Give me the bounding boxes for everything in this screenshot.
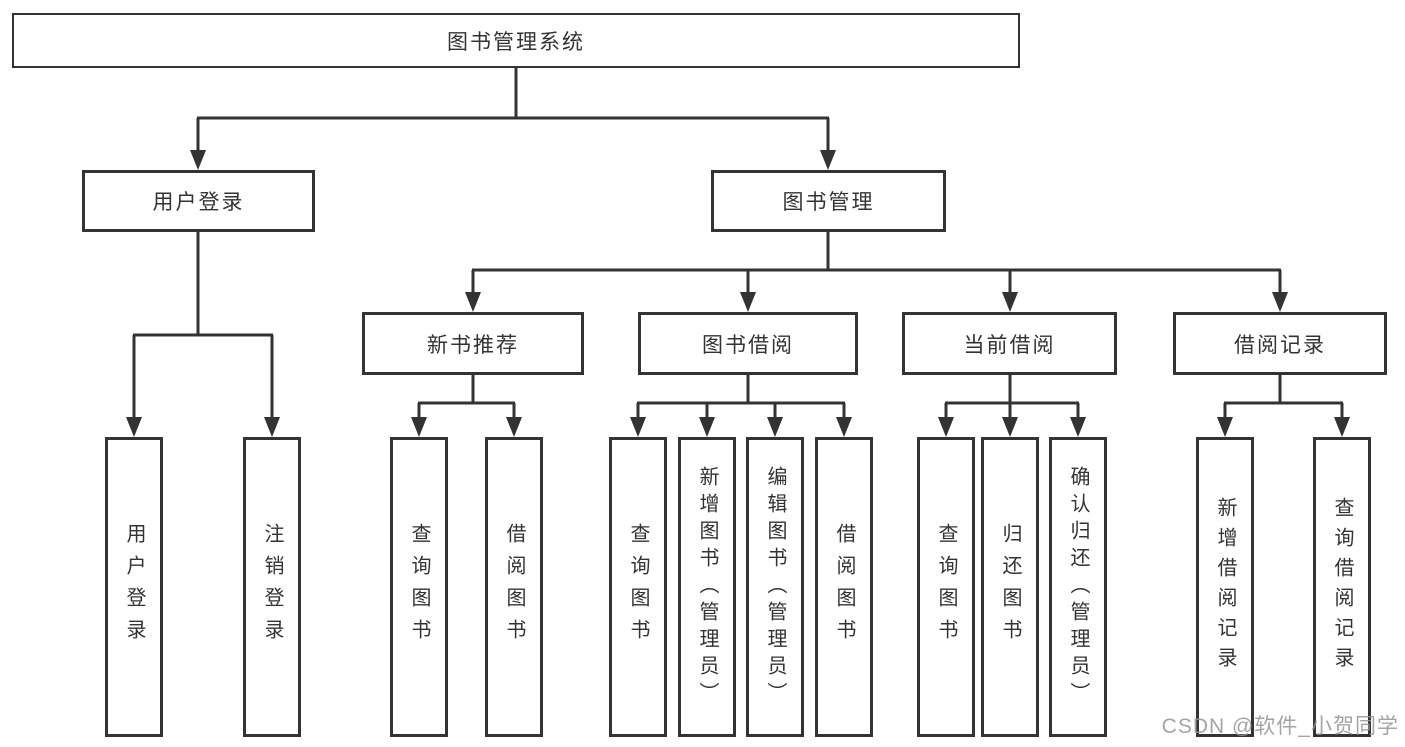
leaf-label: 用户登录 — [123, 523, 145, 651]
leaf-confirm-return-admin: 确认归还（管理员） — [1049, 437, 1107, 737]
csdn-watermark: CSDN @软件_小贺同学 — [1161, 715, 1399, 738]
leaf-query-books-borrowing: 查询图书 — [609, 437, 667, 737]
node-book-management-branch: 图书管理 — [711, 170, 946, 232]
leaf-label: 归还图书 — [999, 523, 1021, 651]
arrowhead — [1272, 292, 1288, 312]
node-current-borrowing: 当前借阅 — [902, 312, 1117, 375]
arrowhead — [1002, 417, 1018, 437]
arrowhead — [630, 417, 646, 437]
leaf-label: 借阅图书 — [833, 523, 855, 651]
leaf-return-books: 归还图书 — [981, 437, 1039, 737]
connector-borrow-to-children — [636, 375, 846, 419]
connector-current-to-children — [944, 375, 1080, 419]
leaf-label: 查询借阅记录 — [1331, 497, 1353, 677]
arrowhead — [836, 417, 852, 437]
arrowhead — [1334, 417, 1350, 437]
connector-newbook-to-children — [417, 375, 516, 419]
node-book-borrowing: 图书借阅 — [638, 312, 858, 375]
node-borrowing-records: 借阅记录 — [1173, 312, 1387, 375]
arrowhead — [465, 292, 481, 312]
leaf-label: 新增图书（管理员） — [696, 465, 718, 709]
leaf-label: 编辑图书（管理员） — [764, 465, 786, 709]
arrowhead — [1070, 417, 1086, 437]
leaf-label: 查询图书 — [935, 523, 957, 651]
connector-userlogin-to-children — [132, 232, 274, 419]
leaf-query-books-recommend: 查询图书 — [390, 437, 448, 737]
leaf-add-borrow-record: 新增借阅记录 — [1196, 437, 1254, 737]
arrowheads — [126, 150, 1350, 437]
leaf-borrow-books-recommend: 借阅图书 — [485, 437, 543, 737]
leaf-label: 借阅图书 — [503, 523, 525, 651]
arrowhead — [767, 417, 783, 437]
leaf-logout: 注销登录 — [243, 437, 301, 737]
leaf-label: 注销登录 — [261, 523, 283, 651]
leaf-edit-books-admin: 编辑图书（管理员） — [746, 437, 804, 737]
node-root-system: 图书管理系统 — [12, 13, 1020, 68]
leaf-label: 查询图书 — [627, 523, 649, 651]
connector-record-to-children — [1223, 375, 1344, 419]
leaf-user-login: 用户登录 — [105, 437, 163, 737]
leaf-label: 确认归还（管理员） — [1067, 465, 1089, 709]
arrowhead — [1217, 417, 1233, 437]
arrowhead — [740, 292, 756, 312]
arrowhead — [411, 417, 427, 437]
leaf-add-books-admin: 新增图书（管理员） — [678, 437, 736, 737]
node-new-book-recommend: 新书推荐 — [362, 312, 584, 375]
leaf-label: 新增借阅记录 — [1214, 497, 1236, 677]
connector-bookmgmt-to-modules — [471, 232, 1282, 294]
arrowhead — [820, 150, 836, 170]
arrowhead — [938, 417, 954, 437]
arrowhead — [506, 417, 522, 437]
connector-trunks — [132, 68, 1344, 419]
leaf-query-borrow-record: 查询借阅记录 — [1313, 437, 1371, 737]
leaf-borrow-books-borrowing: 借阅图书 — [815, 437, 873, 737]
arrowhead — [264, 417, 280, 437]
node-user-login-branch: 用户登录 — [82, 170, 315, 232]
arrowhead — [699, 417, 715, 437]
arrowhead — [190, 150, 206, 170]
arrowhead — [126, 417, 142, 437]
connector-root-to-level2 — [196, 68, 830, 152]
leaf-query-books-current: 查询图书 — [917, 437, 975, 737]
arrowhead — [1002, 292, 1018, 312]
leaf-label: 查询图书 — [408, 523, 430, 651]
